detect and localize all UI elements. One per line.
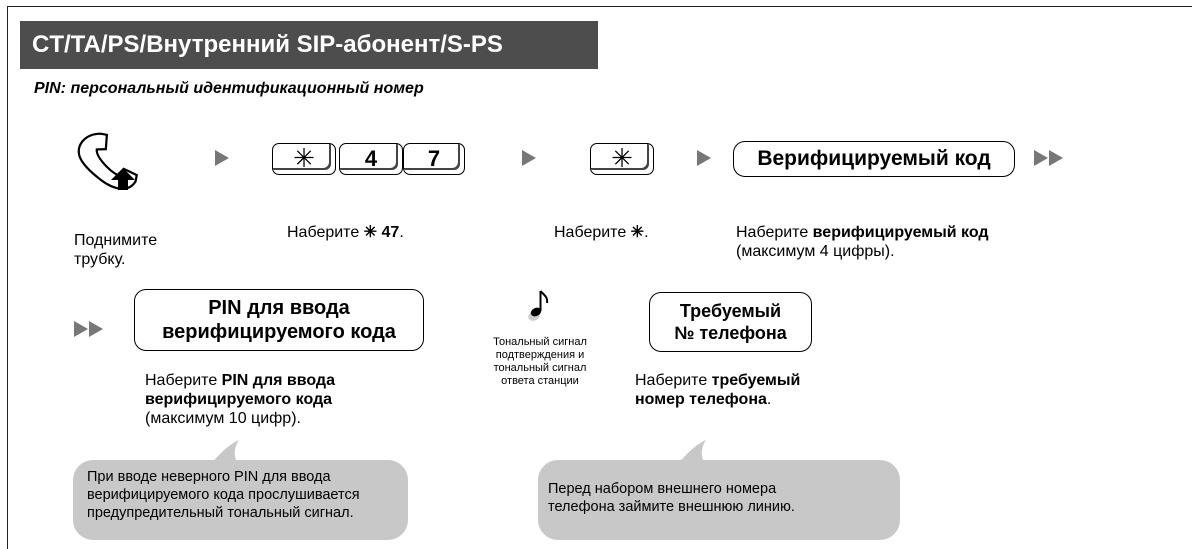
verified-code-box: Верифицируемый код <box>733 141 1015 177</box>
star-key[interactable]: ✳ <box>272 143 336 175</box>
music-note-tone-icon <box>528 290 549 321</box>
next-arrow-icon <box>215 150 229 166</box>
next-arrow-icon <box>697 150 711 166</box>
dial-star-instruction: Наберите ✳. <box>554 224 649 241</box>
page-title: CT/TA/PS/Внутренний SIP-абонент/S-PS <box>20 21 598 69</box>
outside-line-note: Перед набором внешнего номера телефона з… <box>538 460 900 540</box>
digit-7-key[interactable]: 7 <box>403 143 465 175</box>
verified-code-instruction: Наберите верифицируемый код (максимум 4 … <box>736 224 989 260</box>
next-arrow-icon <box>522 150 536 166</box>
pin-instruction: Наберите PIN для ввода верифицируемого к… <box>145 372 335 427</box>
phone-number-instruction: Наберите требуемый номер телефона. <box>635 372 801 408</box>
handset-offhook-icon <box>77 132 138 190</box>
pin-definition-subtitle: PIN: персональный идентификационный номе… <box>34 80 424 97</box>
wrong-pin-note: При вводе неверного PIN для ввода верифи… <box>73 460 408 540</box>
star-key[interactable]: ✳ <box>590 143 654 175</box>
pin-for-verified-code-box: PIN для ввода верифицируемого кода <box>134 289 424 351</box>
confirmation-tone-caption: Тональный сигнал подтверждения и тональн… <box>493 336 587 387</box>
digit-4-key[interactable]: 4 <box>339 143 403 175</box>
required-phone-number-box: Требуемый № телефона <box>649 292 812 352</box>
dial-47-instruction: Наберите ✳ 47. <box>287 224 404 241</box>
page-frame <box>7 6 1192 549</box>
offhook-instruction: Поднимите трубку. <box>74 232 158 268</box>
